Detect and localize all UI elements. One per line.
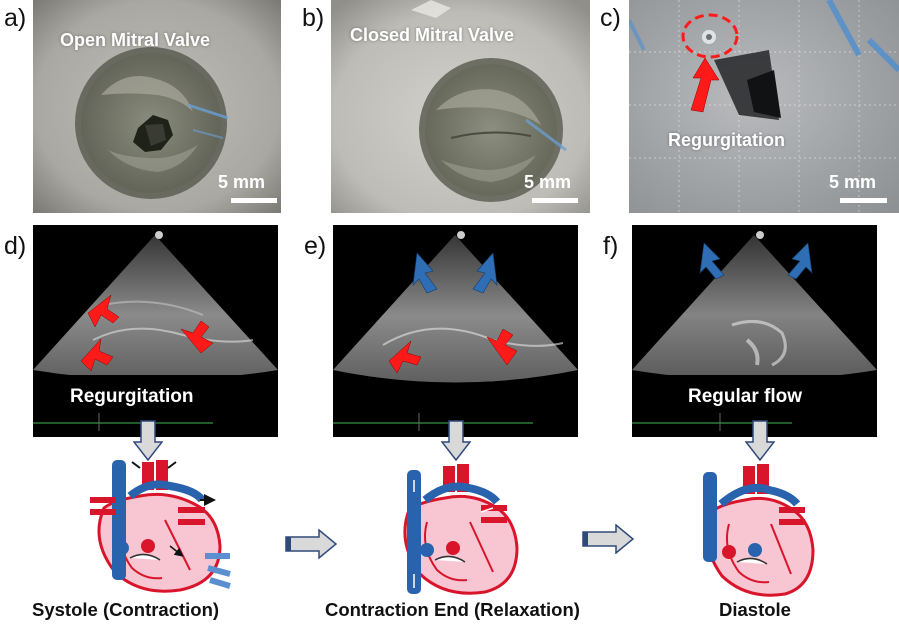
red-arrow-icon [87,294,120,328]
phase-label-systole: Systole (Contraction) [32,599,220,620]
regurgitation-image [629,0,899,213]
scale-label-b: 5 mm [524,172,572,192]
echo-systole [33,225,278,437]
right-arrow-icon [582,524,634,554]
panel-letter-b: b) [302,4,325,32]
panel-letter-a: a) [4,4,27,32]
red-arrow-icon [180,320,214,354]
down-arrow-icon [133,420,163,462]
echo-contraction-end [333,225,578,437]
right-arrow-icon [285,529,337,559]
red-arrow-icon [388,340,422,374]
phase-label-relaxation: Contraction End (Relaxation) [325,599,580,620]
photo-open-valve [33,0,281,213]
panel-letter-e: e) [304,232,327,260]
photo-title-c: Regurgitation [668,130,785,150]
echo-label-d: Regurgitation [70,386,194,407]
panel-letter-f: f) [603,232,619,260]
heart-diastole-diagram [703,464,815,597]
scale-label-a: 5 mm [218,172,266,192]
open-valve-image [33,0,281,213]
blue-arrow-icon [472,252,498,294]
down-arrow-icon [441,420,471,462]
echo-diastole-image [632,225,877,437]
panel-letter-c: c) [600,4,621,32]
echo-systole-image [33,225,278,437]
scale-bar-b [532,198,578,203]
phase-label-diastole: Diastole [719,599,791,620]
echo-contraction-end-image [333,225,578,437]
down-arrow-icon [745,420,775,462]
scale-bar-a [231,198,277,203]
closed-valve-image [331,0,590,213]
blue-arrow-icon [412,252,438,294]
scale-label-c: 5 mm [829,172,877,192]
echo-label-f: Regular flow [688,386,803,407]
blue-arrow-icon [787,242,813,280]
blue-arrow-icon [699,242,725,280]
echo-diastole [632,225,877,437]
heart-systole-diagram [90,460,231,593]
scale-bar-c [840,198,887,203]
heart-relaxation-diagram [403,464,519,595]
photo-title-b: Closed Mitral Valve [350,25,515,45]
photo-title-a: Open Mitral Valve [60,30,211,50]
panel-letter-d: d) [4,232,27,260]
photo-closed-valve [331,0,590,213]
red-arrow-icon [80,338,114,372]
regurgitation-arrow-icon [690,57,720,113]
red-arrow-icon [486,328,518,366]
photo-regurgitation [629,0,899,213]
